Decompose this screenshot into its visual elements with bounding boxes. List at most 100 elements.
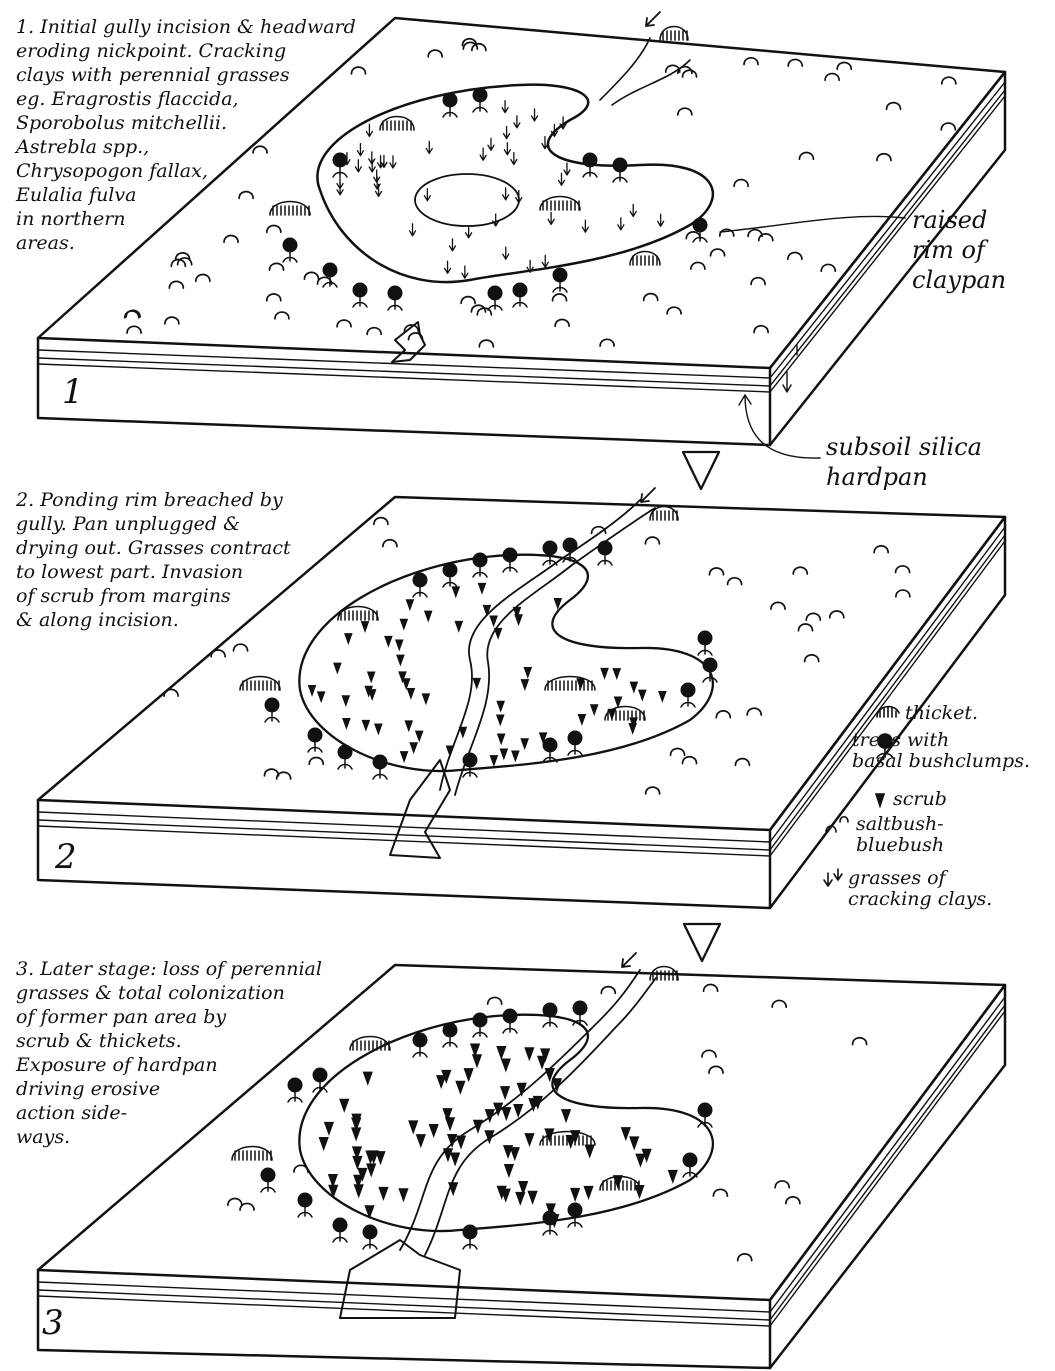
tree-symbol <box>681 683 695 697</box>
legend-line: saltbush- <box>856 814 944 835</box>
caption-line: of former pan area by <box>16 1005 322 1029</box>
tree-symbol <box>443 563 457 577</box>
caption-line: 2. Ponding rim breached by <box>16 488 291 512</box>
tree-symbol <box>298 1193 312 1207</box>
hardpan-leader-line <box>745 395 820 458</box>
tree-symbol <box>583 153 597 167</box>
grasses-legend-icon <box>824 869 842 886</box>
tree-symbol <box>488 286 502 300</box>
tree-symbol <box>388 286 402 300</box>
tree-symbol <box>568 731 582 745</box>
tree-symbol <box>413 573 427 587</box>
tree-symbol <box>693 218 707 232</box>
tree-symbol <box>568 1203 582 1217</box>
callout-line: hardpan <box>826 462 982 492</box>
legend-line: cracking clays. <box>848 889 992 910</box>
caption-line: clays with perennial grasses <box>16 63 356 87</box>
callout-line: subsoil silica <box>826 432 982 462</box>
stage-2-caption: 2. Ponding rim breached bygully. Pan unp… <box>16 488 291 632</box>
legend-line: basal bushclumps. <box>852 751 1030 772</box>
tree-symbol <box>443 1023 457 1037</box>
caption-line: ways. <box>16 1125 322 1149</box>
caption-line: Astrebla spp., <box>16 135 356 159</box>
tree-symbol <box>503 548 517 562</box>
legend-scrub: scrub <box>893 789 947 810</box>
tree-symbol <box>598 541 612 555</box>
caption-line: Sporobolus mitchellii. <box>16 111 356 135</box>
tree-symbol <box>573 1001 587 1015</box>
caption-line: areas. <box>16 231 356 255</box>
tree-symbol <box>473 88 487 102</box>
callout-line: rim of <box>912 235 1006 265</box>
legend-line: bluebush <box>856 835 944 856</box>
caption-line: to lowest part. Invasion <box>16 560 291 584</box>
tree-symbol <box>698 1103 712 1117</box>
tree-symbol <box>563 538 577 552</box>
tree-symbol <box>543 1211 557 1225</box>
tree-symbol <box>543 541 557 555</box>
caption-line: in northern <box>16 207 356 231</box>
caption-line: eroding nickpoint. Cracking <box>16 39 356 63</box>
legend-line: scrub <box>893 789 947 810</box>
tree-symbol <box>308 728 322 742</box>
tree-symbol <box>503 1009 517 1023</box>
caption-line: grasses & total colonization <box>16 981 322 1005</box>
tree-symbol <box>698 631 712 645</box>
stage-1-number: 1 <box>62 372 84 412</box>
tree-symbol <box>413 1033 427 1047</box>
stage-3-caption: 3. Later stage: loss of perennialgrasses… <box>16 957 322 1149</box>
tree-symbol <box>373 755 387 769</box>
callout-line: claypan <box>912 265 1006 295</box>
tree-symbol <box>703 658 717 672</box>
scrub-legend-icon <box>876 794 884 806</box>
callout-line: raised <box>912 205 1006 235</box>
legend-line: grasses of <box>848 868 992 889</box>
hardpan-callout: subsoil silicahardpan <box>826 432 982 492</box>
caption-line: gully. Pan unplugged & <box>16 512 291 536</box>
caption-line: Chrysopogon fallax, <box>16 159 356 183</box>
caption-line: & along incision. <box>16 608 291 632</box>
caption-line: driving erosive <box>16 1077 322 1101</box>
tree-symbol <box>543 738 557 752</box>
tree-symbol <box>683 1153 697 1167</box>
caption-line: 3. Later stage: loss of perennial <box>16 957 322 981</box>
tree-symbol <box>473 1013 487 1027</box>
inflow-arrow-1 <box>646 12 660 26</box>
legend-line: thicket. <box>905 703 978 724</box>
stage-3-number: 3 <box>42 1303 64 1343</box>
caption-line: scrub & thickets. <box>16 1029 322 1053</box>
caption-line: action side- <box>16 1101 322 1125</box>
tree-symbol <box>353 283 367 297</box>
tree-symbol <box>363 1225 377 1239</box>
caption-line: of scrub from margins <box>16 584 291 608</box>
tree-symbol <box>265 698 279 712</box>
caption-line: Exposure of hardpan <box>16 1053 322 1077</box>
caption-line: Eulalia fulva <box>16 183 356 207</box>
tree-symbol <box>261 1168 275 1182</box>
legend-saltbush: saltbush-bluebush <box>856 814 944 856</box>
tree-symbol <box>323 263 337 277</box>
tree-symbol <box>333 1218 347 1232</box>
tree-symbol <box>553 268 567 282</box>
inflow-arrow-3 <box>622 953 636 967</box>
transition-arrow-2-3 <box>684 924 720 961</box>
tree-symbol <box>543 1003 557 1017</box>
stage-2-number: 2 <box>55 837 77 877</box>
tree-symbol <box>443 93 457 107</box>
caption-line: eg. Eragrostis flaccida, <box>16 87 356 111</box>
tree-symbol <box>473 553 487 567</box>
thicket-symbol <box>660 27 688 41</box>
legend-thicket: thicket. <box>905 703 978 724</box>
inflow-arrow-2 <box>641 488 655 502</box>
tree-symbol <box>463 753 477 767</box>
caption-line: 1. Initial gully incision & headward <box>16 15 356 39</box>
legend-line: trees with <box>852 730 1030 751</box>
tree-symbol <box>613 158 627 172</box>
caption-line: drying out. Grasses contract <box>16 536 291 560</box>
transition-arrow-1-2 <box>683 452 719 489</box>
tree-symbol <box>338 745 352 759</box>
legend-grasses: grasses ofcracking clays. <box>848 868 992 910</box>
